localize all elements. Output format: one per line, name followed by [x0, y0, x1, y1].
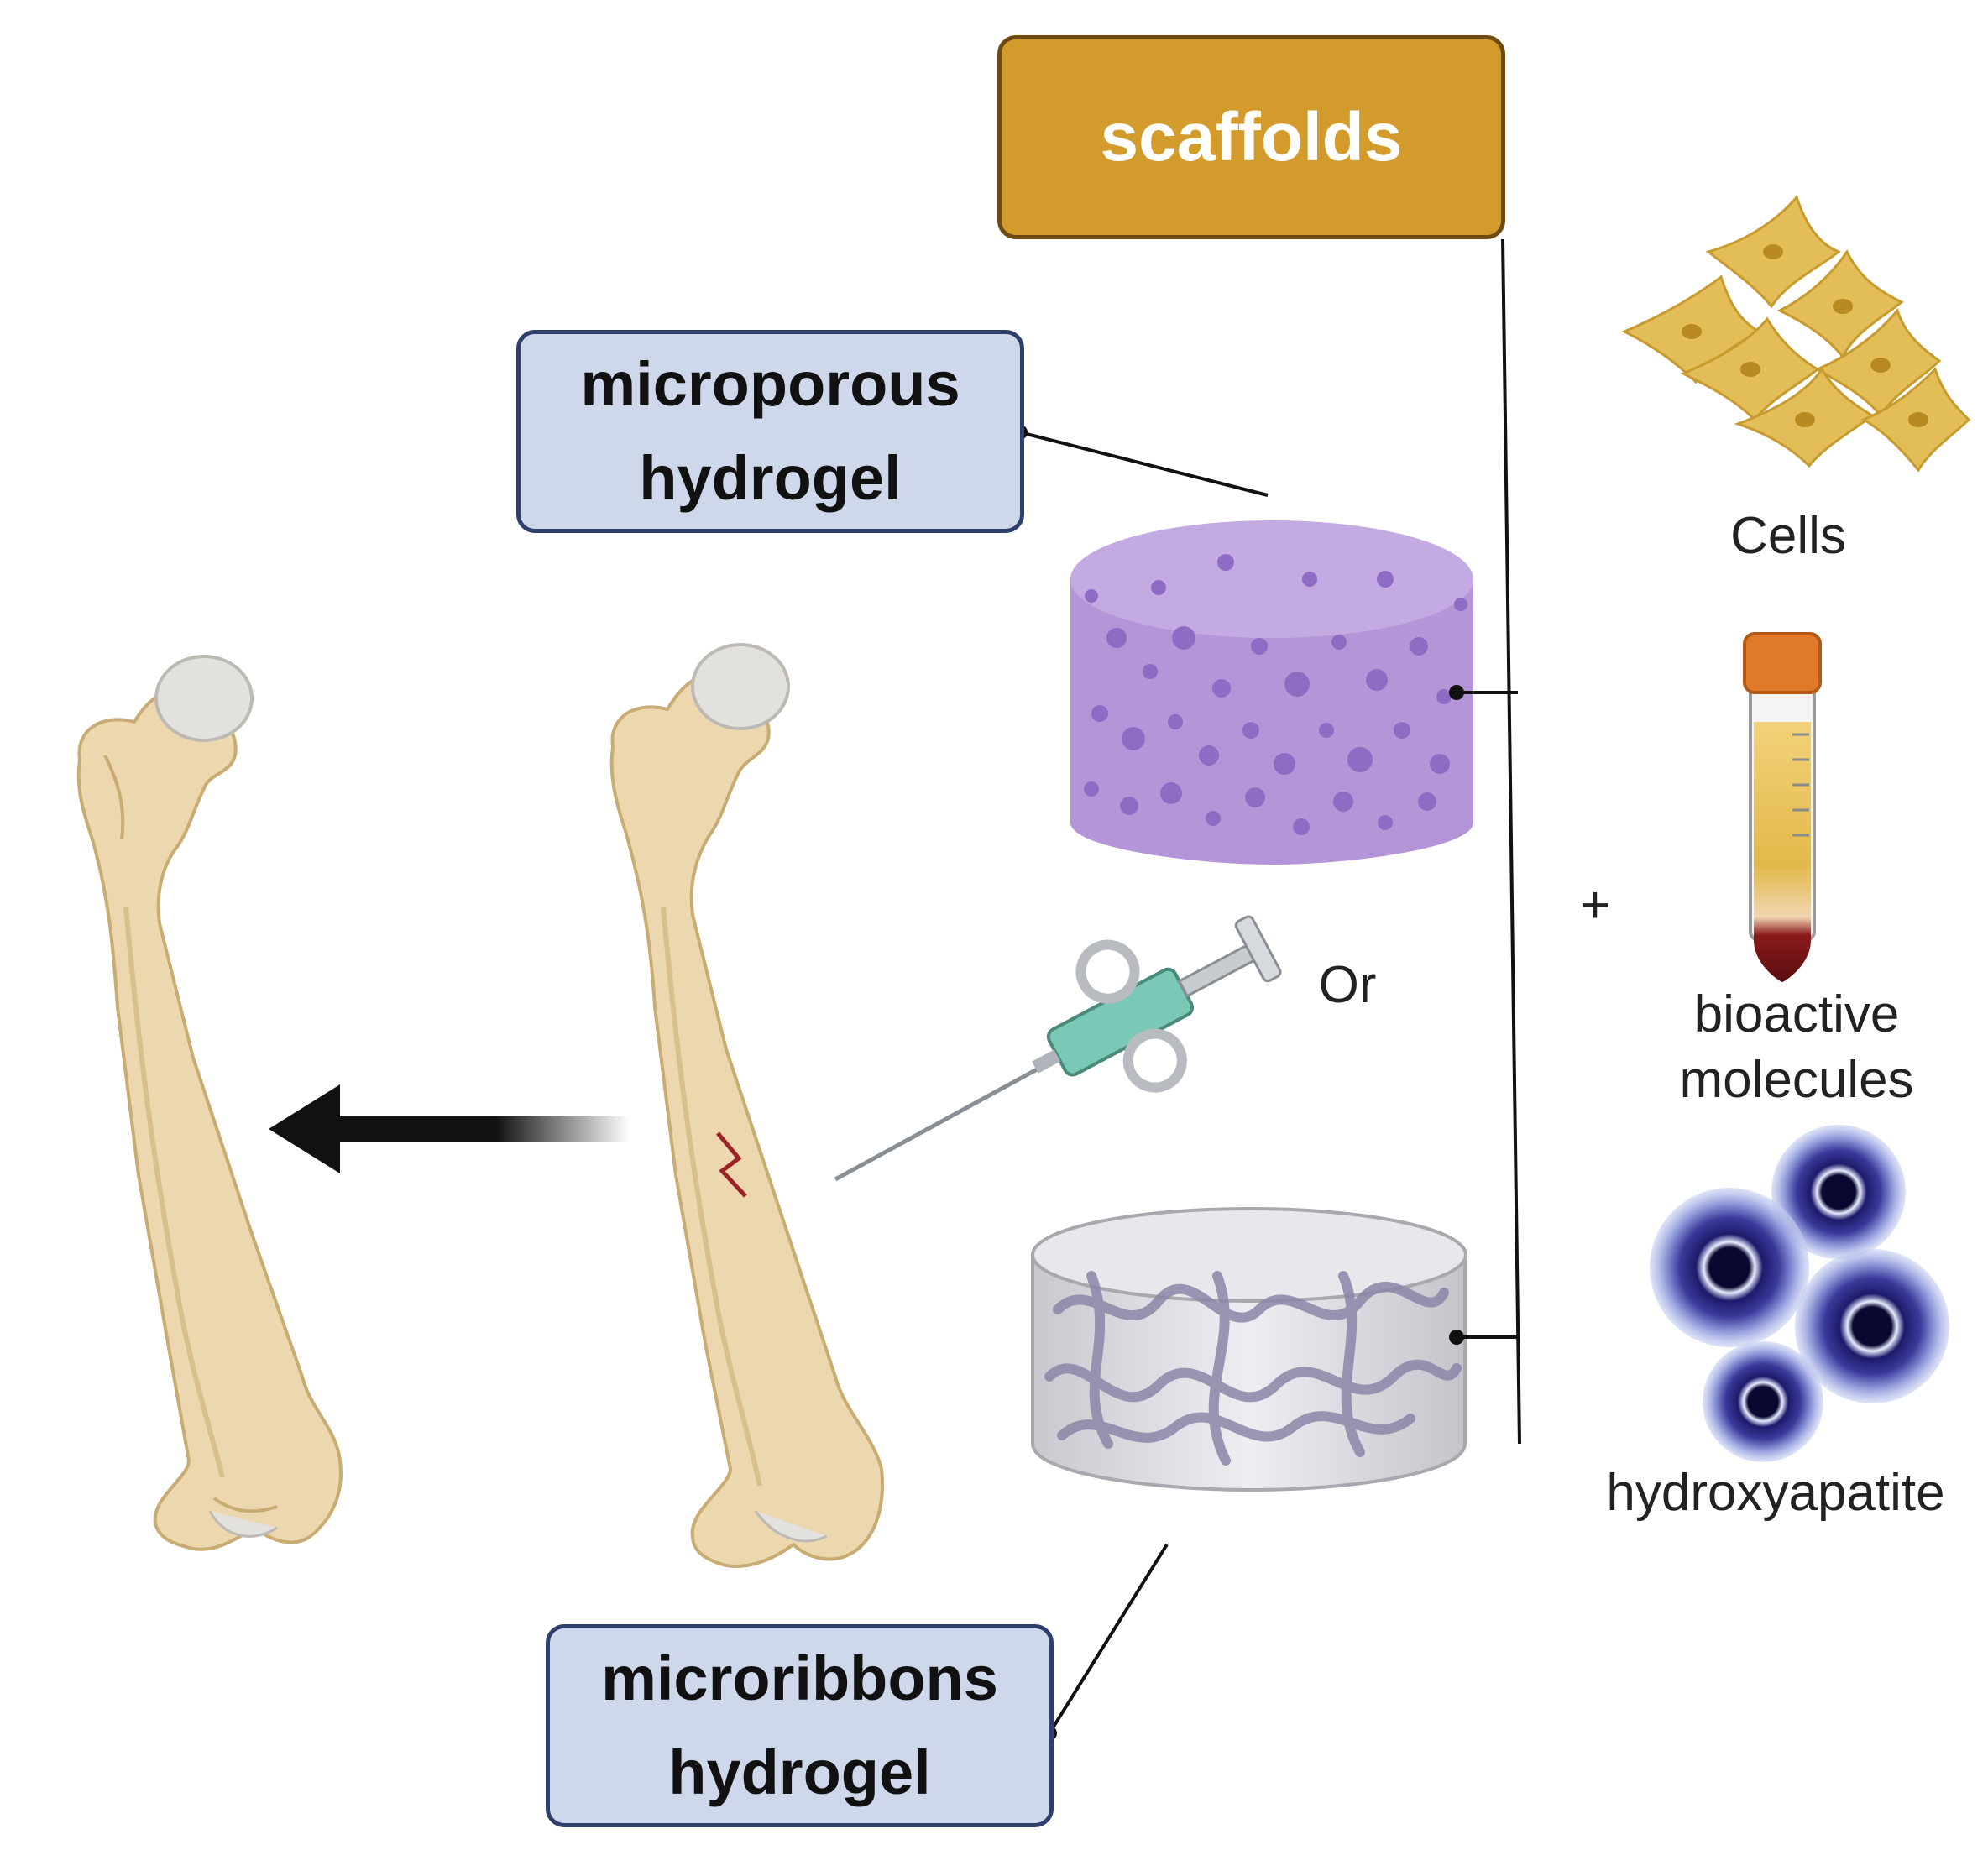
healing-arrow-icon	[269, 1084, 630, 1173]
bioactive-label-line1: bioactive	[1693, 985, 1900, 1043]
microribbons-hydrogel-icon	[1031, 1207, 1467, 1492]
hydroxyapatite-icon	[1650, 1125, 1949, 1462]
hydroxyapatite-label: hydroxyapatite	[1606, 1464, 1945, 1522]
microribbons-label-line1: microribbons	[601, 1644, 998, 1713]
cell-nuclei	[1682, 244, 1928, 427]
microporous-label-line1: microporous	[580, 349, 960, 419]
scaffolds-box: scaffolds	[997, 35, 1505, 239]
microporous-hydrogel-icon	[1070, 520, 1473, 865]
scaffolds-label: scaffolds	[1100, 98, 1403, 175]
cells-label: Cells	[1730, 507, 1846, 565]
bioactive-molecules-label: bioactive molecules	[1637, 982, 1956, 1113]
cells-icon	[1621, 195, 1971, 473]
healed-bone-icon	[76, 655, 343, 1551]
fractured-bone-icon	[609, 643, 884, 1568]
or-label: Or	[1318, 956, 1377, 1014]
syringe-icon	[834, 915, 1282, 1182]
plus-sign: +	[1579, 876, 1611, 934]
microribbons-hydrogel-label-box: microribbons hydrogel	[546, 1624, 1054, 1827]
microribbons-label-line2: hydrogel	[668, 1738, 931, 1807]
leader-lines	[1019, 238, 1521, 1735]
microporous-label-line2: hydrogel	[639, 443, 902, 513]
bioactive-label-line2: molecules	[1679, 1051, 1914, 1109]
bioactive-molecules-tube-icon	[1743, 632, 1822, 982]
microporous-hydrogel-label-box: microporous hydrogel	[516, 330, 1024, 533]
